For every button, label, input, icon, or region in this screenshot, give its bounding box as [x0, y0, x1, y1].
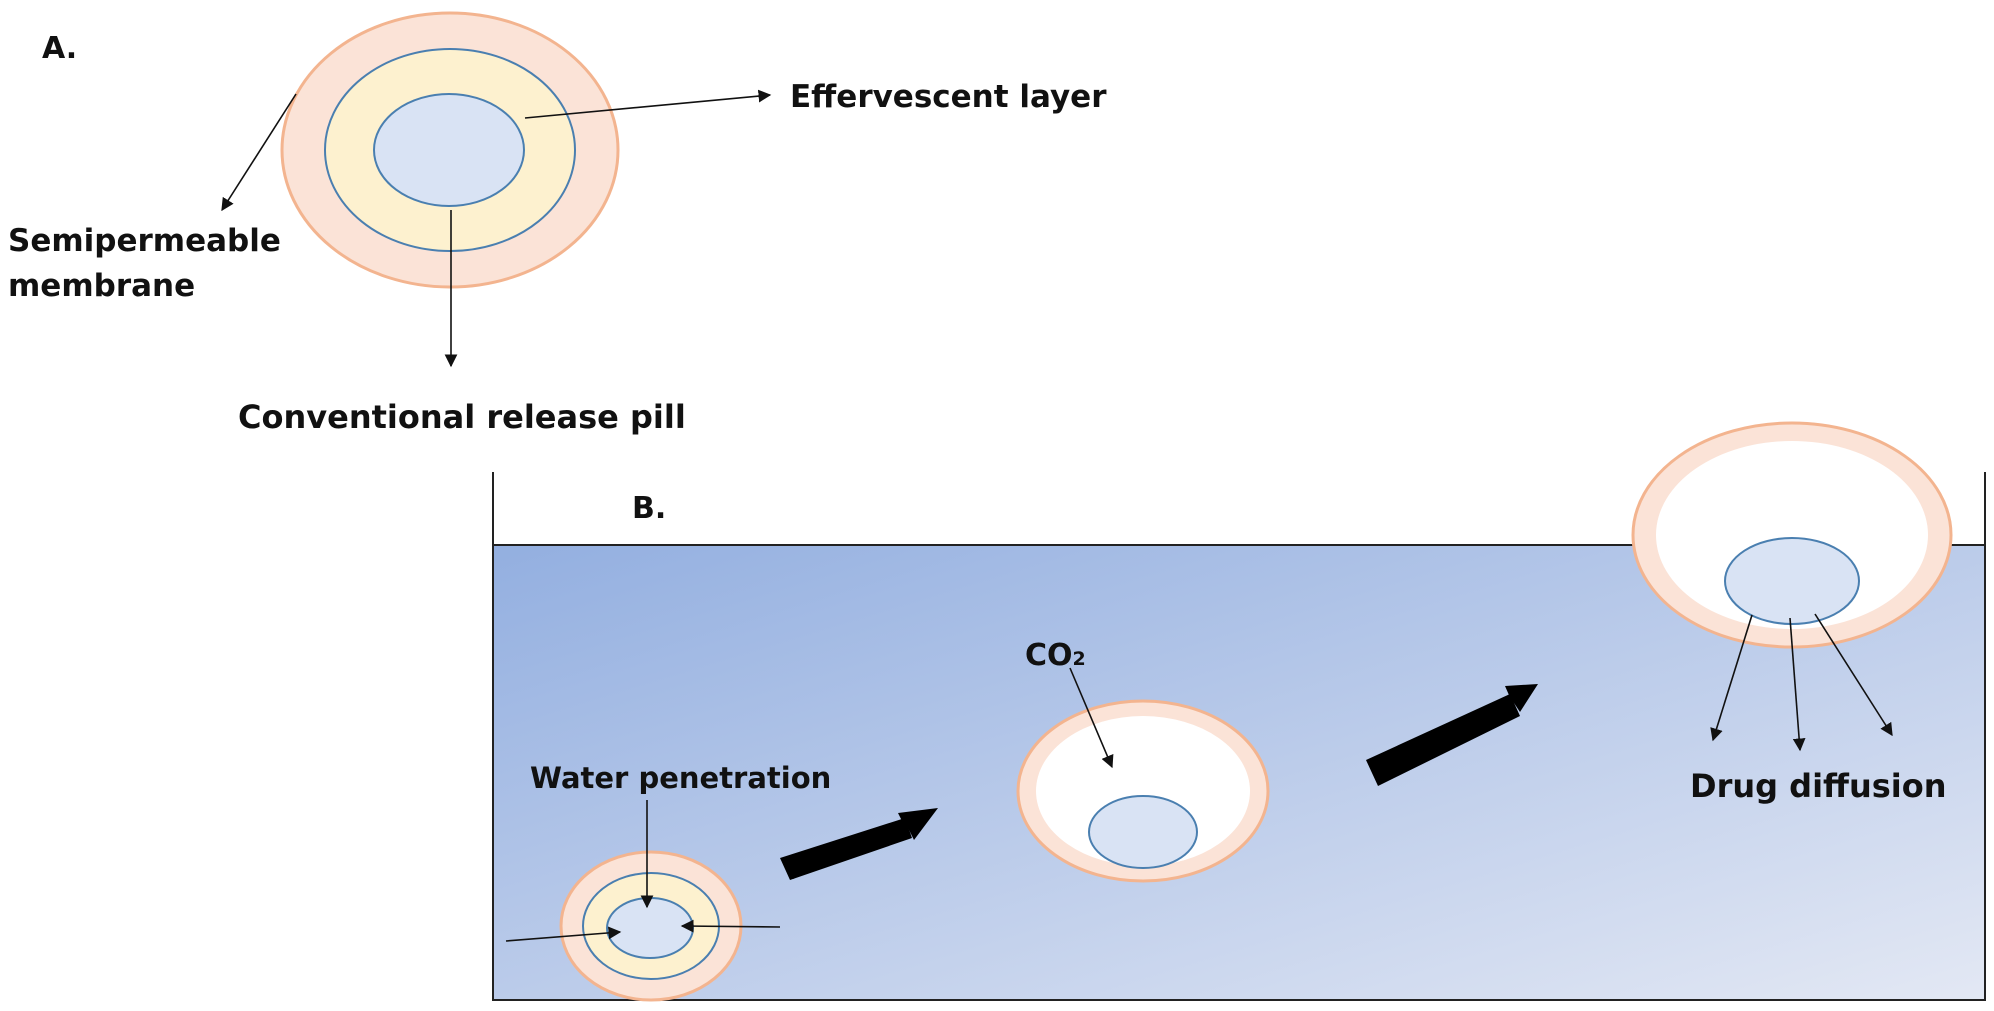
conventional-pill-label: Conventional release pill [238, 398, 686, 436]
stage-2-tablet [1016, 699, 1270, 883]
panel-b-letter: B. [632, 491, 666, 526]
panel-a: A. Effervescent layer Semipermeable memb… [8, 11, 1107, 436]
membrane-callout-arrow [221, 93, 297, 212]
transition-arrow-1-body [780, 818, 912, 880]
water-penetration-label: Water penetration [530, 761, 831, 795]
semipermeable-label-line2: membrane [8, 268, 195, 304]
water-arrow-left [505, 926, 622, 942]
panel-a-letter: A. [42, 31, 77, 66]
diffusion-arrow-left [1710, 614, 1753, 742]
stage-2-pill [1088, 795, 1198, 869]
co2-label: CO2 [1025, 638, 1086, 673]
transition-arrow-2-body [1366, 694, 1520, 786]
stage-3-tablet [1631, 421, 1953, 649]
stage-3-pill [1724, 537, 1860, 625]
water-arrow-right [680, 919, 781, 933]
diffusion-arrow-center [1789, 617, 1806, 752]
co2-main: CO [1025, 638, 1073, 673]
diffusion-arrow-right [1814, 613, 1893, 737]
conventional-pill-shape [373, 93, 525, 207]
stage-3-void [1656, 441, 1928, 629]
effervescent-callout-arrow [524, 89, 772, 119]
stage-1-pill [606, 897, 694, 959]
effervescent-layer-label: Effervescent layer [790, 79, 1107, 115]
panel-b: B. Water penetration CO2 [492, 421, 1986, 1002]
semipermeable-label-line1: Semipermeable [8, 223, 281, 259]
co2-subscript: 2 [1073, 648, 1086, 670]
co2-callout-arrow [1069, 667, 1114, 769]
drug-diffusion-label: Drug diffusion [1690, 767, 1947, 805]
